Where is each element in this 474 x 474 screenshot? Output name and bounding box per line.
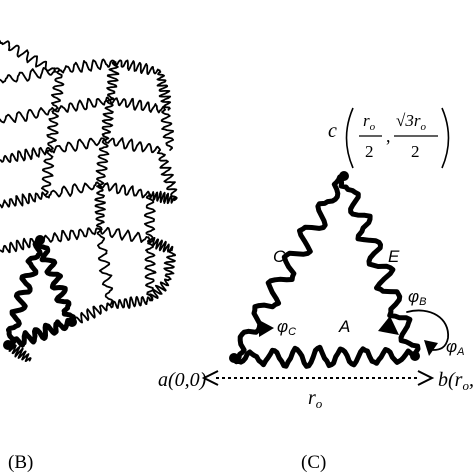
polymer-chain-thin: [49, 137, 106, 154]
polymer-chain-thin: [40, 149, 55, 196]
polymer-chain-thin: [143, 194, 156, 241]
vertex-c-label: c: [328, 120, 337, 142]
polymer-chain-thin: [109, 295, 151, 309]
polymer-chain-thin: [96, 229, 114, 306]
polymer-chain-thin: [71, 302, 111, 324]
network-node: [35, 235, 45, 245]
polymer-chain-thin: [0, 39, 56, 73]
vertex-c-dot: [339, 171, 349, 181]
edge-a-chain: [231, 344, 418, 369]
polymer-chain-thin: [54, 96, 111, 113]
polymer-chain-thin: [148, 237, 174, 253]
phi-a-arrowhead: [424, 340, 438, 356]
edge-c-chain: [232, 173, 347, 362]
polymer-chain-thin: [0, 237, 41, 254]
network-node: [67, 317, 77, 327]
polymer-chain-thin: [0, 67, 61, 84]
panel-c-label: (C): [301, 452, 326, 473]
polymer-chain-thin: [104, 137, 161, 154]
polymer-chain-thin: [0, 106, 56, 124]
network-highlighted-triangle: [5, 237, 76, 349]
polymer-chain-thin: [0, 191, 46, 209]
c-y-numerator: √3ro: [396, 111, 426, 133]
c-x-denominator: 2: [365, 142, 374, 161]
c-x-numerator: ro: [363, 111, 376, 133]
polymer-chain-thin: [149, 190, 176, 205]
polymer-chain-thin: [114, 59, 161, 75]
phi-c-label: φC: [277, 317, 296, 338]
panel-b-label: (B): [8, 452, 33, 473]
polymer-chain-thin: [95, 139, 110, 186]
polymer-chain-thin: [156, 149, 178, 202]
c-y-denominator: 2: [411, 142, 420, 161]
panel-b-network: [0, 39, 178, 362]
polymer-chain-thick: [5, 317, 75, 349]
vertex-b-label: b(ro,: [438, 369, 474, 393]
vertex-a-dot: [229, 353, 239, 363]
polymer-chain-thin: [94, 184, 106, 231]
polymer-chain-thin: [163, 249, 176, 281]
polymer-chain-thin: [46, 109, 59, 151]
c-comma: ,: [386, 126, 391, 146]
phi-b-arrowhead: [378, 316, 399, 335]
polymer-chain-thin: [101, 99, 114, 141]
polymer-chain-thin: [6, 342, 32, 362]
polymer-chain-thin: [59, 58, 116, 74]
triangle-edges: [231, 173, 421, 369]
polymer-chain-thin: [109, 97, 166, 114]
distance-arrow-left: [201, 370, 219, 386]
edge-a-label: A: [338, 317, 350, 336]
vertex-a-label: a(0,0): [158, 369, 207, 391]
panel-c-triangle: [201, 171, 449, 386]
polymer-chain-thin: [160, 109, 174, 151]
polymer-chain-thin: [99, 182, 151, 199]
network-thin-chains: [0, 39, 178, 362]
polymer-chain-thick: [6, 237, 43, 348]
edge-e-chain: [338, 173, 421, 359]
polymer-chain-thin: [44, 181, 101, 199]
c-right-paren: [441, 107, 450, 169]
distance-arrow-right: [417, 370, 435, 386]
polymer-chain-thin: [99, 226, 151, 243]
polymer-chain-thin: [106, 61, 120, 101]
phi-a-label: φA: [446, 337, 464, 358]
edge-c-label: C: [273, 247, 286, 266]
polymer-chain-thin: [39, 227, 101, 243]
vertex-b-dot: [410, 351, 420, 361]
polymer-chain-thin: [50, 69, 65, 111]
polymer-chain-thin: [144, 239, 157, 301]
c-left-paren: [345, 107, 354, 169]
phi-a-arc: [406, 309, 449, 351]
length-label: ro: [308, 387, 323, 411]
phi-c-arrowhead: [259, 320, 274, 337]
polymer-chain-thin: [0, 146, 51, 163]
polymer-chain-thin: [156, 71, 172, 111]
edge-e-label: E: [388, 247, 400, 266]
polymer-chain-thin: [149, 278, 170, 302]
network-node: [3, 340, 13, 350]
phi-b-label: φB: [408, 287, 426, 308]
polymer-chain-thick: [35, 237, 76, 325]
